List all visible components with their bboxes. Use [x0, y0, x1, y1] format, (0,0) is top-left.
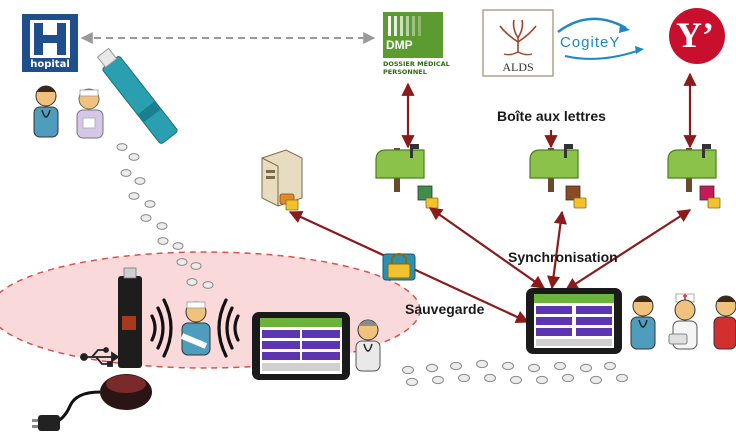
usb-drive-vertical [118, 267, 142, 368]
dmp-subtitle-2: PERSONNEL [383, 68, 427, 76]
hospital-letter: H [34, 12, 35, 13]
hospital-label: hopital [30, 59, 70, 70]
person-figure-red [713, 295, 736, 350]
alds-logo [482, 9, 554, 77]
doctor-figure-topleft [33, 85, 59, 138]
dmp-subtitle-1: DOSSIER MÉDICAL [383, 60, 450, 68]
backup-label: Sauvegarde [405, 301, 485, 317]
hospital-logo [22, 14, 78, 72]
usb-dock [32, 374, 152, 431]
cogitey-logo [557, 17, 644, 60]
tablet-right [526, 288, 622, 354]
dmp-acronym: DMP [386, 38, 413, 52]
footprints-path-1 [116, 143, 214, 289]
y-logo [669, 8, 725, 64]
tablet-left [252, 312, 350, 380]
backup-lock-icon [382, 253, 416, 281]
usb-stick-top [96, 47, 178, 144]
cogitey-label: CogiteY [560, 34, 621, 51]
mailbox-alds [529, 144, 587, 209]
patient-figure-center [180, 301, 211, 356]
footprints-path-2 [402, 359, 628, 387]
dmp-logo [383, 12, 443, 58]
mailbox-label: Boîte aux lettres [497, 108, 606, 124]
patient-figure-topleft [76, 88, 104, 139]
alds-label: ALDS [502, 60, 534, 74]
nurse-figure [668, 293, 698, 350]
usb-symbol-icon [80, 347, 120, 367]
doctor-figure-right [630, 295, 656, 350]
wireless-waves-right [217, 298, 240, 358]
sync-label: Synchronisation [508, 249, 618, 265]
server-icon [261, 149, 303, 211]
arrow-tablet-mailbox-alds [547, 210, 567, 290]
arrow-tablet-mailbox-y [564, 209, 692, 291]
arrow-tablet-mailbox-dmp [428, 207, 546, 289]
wireless-waves-left [150, 298, 173, 358]
y-logo-mark: Y’ [676, 15, 714, 55]
doctor-figure-center [355, 319, 381, 372]
mailbox-y [667, 144, 721, 209]
mailbox-dmp [375, 144, 439, 209]
